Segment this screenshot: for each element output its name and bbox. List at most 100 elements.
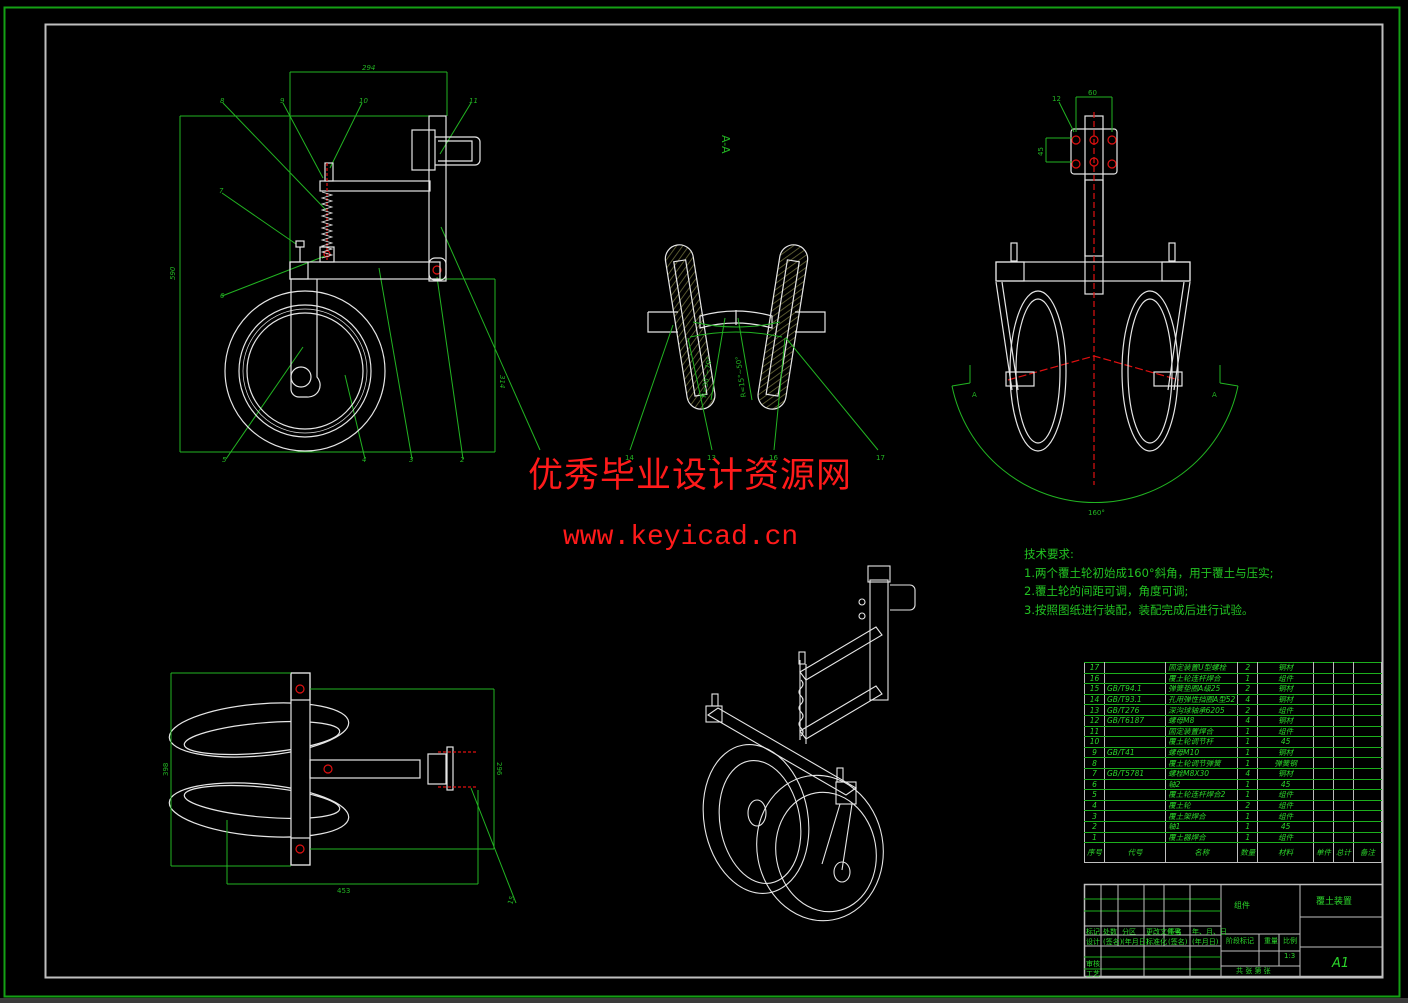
bom-cell-name: 覆土轮调节杆 (1165, 736, 1239, 748)
bom-cell-no: 10 (1084, 736, 1105, 748)
bom-cell-no: 5 (1084, 789, 1105, 801)
bom-cell-material: 组件 (1257, 789, 1315, 801)
bom-cell-qty: 4 (1237, 714, 1259, 727)
bom-cell-code: GB/T5781 (1103, 767, 1167, 780)
bom-cell-material: 组件 (1257, 831, 1315, 844)
bom-cell-name: 轴1 (1165, 820, 1239, 833)
bom-cell-material: 组件 (1257, 799, 1315, 812)
bom-col-unit: 单件 (1313, 842, 1335, 864)
bom-cell-material: 组件 (1257, 704, 1315, 716)
bom-cell-material: 钢材 (1257, 683, 1315, 695)
bom-cell-empty (1333, 693, 1355, 706)
bom-cell-empty (1313, 810, 1335, 822)
tech-req-title: 技术要求: (1024, 547, 1074, 561)
tb-scale-label: 比例 (1283, 937, 1297, 945)
bom-cell-empty (1353, 736, 1382, 748)
svg-text:10: 10 (359, 97, 368, 105)
svg-text:12: 12 (1052, 95, 1061, 103)
bom-cell-qty: 4 (1237, 693, 1259, 706)
bom-cell-empty (1353, 831, 1382, 844)
bom-cell-code (1103, 672, 1167, 685)
bom-cell-qty: 2 (1237, 704, 1259, 716)
bom-cell-qty: 2 (1237, 683, 1259, 695)
bom-cell-name: 覆土轮 (1165, 799, 1239, 812)
svg-text:296: 296 (495, 762, 503, 776)
bom-col-total: 总计 (1333, 842, 1355, 864)
svg-text:60: 60 (1088, 89, 1097, 97)
bom-cell-material: 钢材 (1257, 714, 1315, 727)
tb-stage: 阶段标记 (1226, 937, 1254, 945)
bom-cell-material: 弹簧钢 (1257, 757, 1315, 769)
bom-cell-empty (1333, 746, 1355, 759)
tb-standard: 标准化 (1146, 938, 1167, 946)
bom-cell-name: 覆土轮连杆焊合 (1165, 672, 1239, 685)
bottom-status-strip (0, 998, 1408, 1003)
bom-col-no: 序号 (1084, 842, 1105, 864)
bom-cell-name: 深沟球轴承6205 (1165, 704, 1239, 716)
bom-cell-qty: 1 (1237, 820, 1259, 833)
svg-text:A: A (972, 391, 977, 399)
bom-cell-no: 9 (1084, 746, 1105, 759)
svg-text:590: 590 (169, 266, 177, 280)
bom-cell-code: GB/T6187 (1103, 714, 1167, 727)
bom-cell-code (1103, 725, 1167, 738)
svg-text:7: 7 (219, 187, 224, 195)
bom-cell-empty (1353, 799, 1382, 812)
bom-cell-empty (1353, 778, 1382, 791)
bom-cell-code (1103, 757, 1167, 769)
bom-cell-empty (1333, 767, 1355, 780)
bom-cell-no: 14 (1084, 693, 1105, 706)
dim-294: 294 (362, 64, 375, 72)
tb-rev-doc: 更改文件号 (1146, 928, 1181, 936)
bom-cell-qty: 1 (1237, 746, 1259, 759)
svg-text:17: 17 (876, 454, 885, 462)
bom-cell-empty (1353, 767, 1382, 780)
svg-text:14: 14 (625, 454, 634, 462)
bom-cell-empty (1353, 757, 1382, 769)
tb-rev-zone: 分区 (1122, 928, 1136, 936)
bom-cell-empty (1353, 704, 1382, 716)
bom-cell-qty: 1 (1237, 672, 1259, 685)
section-label: A-A (719, 135, 732, 154)
bom-cell-no: 8 (1084, 757, 1105, 769)
svg-text:398: 398 (162, 763, 170, 776)
bom-cell-empty (1313, 831, 1335, 844)
tb-design-date: (年月日) (1122, 938, 1149, 946)
bom-cell-code (1103, 810, 1167, 822)
bom-cell-empty (1313, 662, 1335, 674)
bom-cell-qty: 1 (1237, 725, 1259, 738)
side-view: 60 45 160° 12 A A (951, 89, 1239, 517)
svg-text:4: 4 (362, 456, 366, 464)
svg-text:45: 45 (1037, 147, 1045, 156)
bom-cell-material: 45 (1257, 820, 1315, 833)
watermark-chinese: 优秀毕业设计资源网 (528, 456, 853, 496)
bom-col-code: 代号 (1103, 842, 1167, 864)
bom-cell-empty (1313, 683, 1335, 695)
tb-drawing-title: 覆土装置 (1316, 897, 1353, 907)
tb-review: 审核 (1086, 960, 1100, 968)
bom-cell-name: 覆土架焊合 (1165, 810, 1239, 822)
bom-cell-empty (1333, 704, 1355, 716)
bom-cell-empty (1333, 683, 1355, 695)
bom-cell-empty (1313, 757, 1335, 769)
svg-text:15: 15 (506, 895, 517, 906)
bom-cell-qty: 1 (1237, 789, 1259, 801)
technical-requirements: 技术要求: 1.两个覆土轮初始成160°斜角，用于覆土与压实; 2.覆土轮的间距… (1024, 545, 1274, 619)
tb-standard-date: (年月日) (1192, 938, 1219, 946)
bom-cell-no: 12 (1084, 714, 1105, 727)
svg-text:11: 11 (469, 97, 478, 105)
tb-weight: 重量 (1264, 937, 1278, 945)
svg-text:16: 16 (769, 454, 778, 462)
bom-cell-empty (1313, 693, 1335, 706)
svg-text:13: 13 (707, 454, 716, 462)
bom-cell-name: 螺母M10 (1165, 746, 1239, 759)
svg-text:160°: 160° (1088, 509, 1105, 517)
bom-cell-code (1103, 799, 1167, 812)
bom-cell-empty (1333, 820, 1355, 833)
watermark-url: www.keyicad.cn (563, 522, 799, 553)
